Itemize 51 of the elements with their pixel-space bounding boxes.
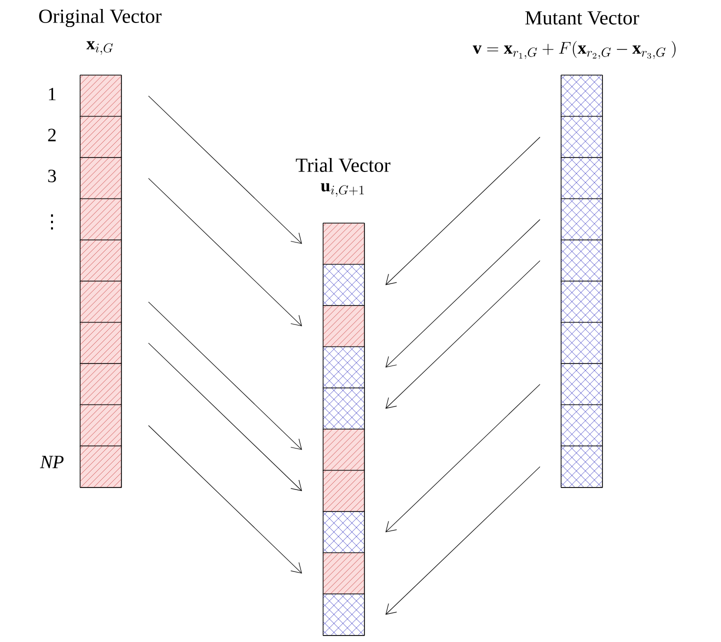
arrow — [148, 342, 302, 492]
vector-cell — [322, 428, 365, 472]
vector-cell — [80, 363, 122, 406]
vector-cell — [322, 305, 365, 348]
vector-cell — [322, 594, 365, 636]
arrow — [148, 425, 302, 574]
vector-cell — [80, 446, 122, 488]
row-number: 1 — [48, 88, 56, 100]
row-number: 3 — [48, 170, 56, 182]
arrow — [385, 219, 540, 368]
vector-cell — [322, 264, 365, 306]
vector-cell — [80, 198, 122, 241]
node-label: $\mathbf{x}_{i,G}$ — [86, 41, 113, 55]
arrow — [385, 466, 540, 615]
vector-cell — [80, 404, 122, 447]
arrow — [148, 302, 302, 450]
vector-cell — [80, 280, 122, 324]
vector-cell — [322, 346, 365, 389]
vector-cell — [560, 157, 603, 200]
vector-cell — [322, 388, 365, 430]
vector-cell — [560, 116, 603, 158]
vector-cell — [560, 74, 603, 118]
arrow — [385, 136, 540, 286]
row-number: 2 — [48, 128, 56, 142]
vector-cell — [322, 222, 365, 266]
row-number: ⋮ — [51, 214, 53, 230]
node-label: $\mathbf{u}_{i,G+1}$ — [320, 183, 364, 197]
vector-cell — [80, 74, 122, 118]
arrow — [148, 178, 302, 326]
vector-cell — [560, 280, 603, 324]
vector-cell — [322, 511, 365, 554]
vector-cell — [560, 240, 603, 282]
vector-cell — [560, 363, 603, 406]
node-label: Mutant Vector — [525, 11, 640, 25]
arrow — [148, 96, 302, 244]
vector-cell — [80, 116, 122, 158]
node-label: $\mathbf{v} = \mathbf{x}_{r_1,G} + F(\mathbf{x}_{r_2,G} - \mathbf{x}_{r_3,G}\ )$ — [472, 40, 676, 60]
vector-cell — [322, 552, 365, 595]
node-label: Original Vector — [39, 8, 162, 28]
vector-cell — [560, 322, 603, 364]
arrow — [385, 260, 540, 409]
vector-cell — [80, 322, 122, 364]
arrow — [385, 384, 540, 532]
vector-cell — [80, 240, 122, 282]
vector-cell — [560, 446, 603, 488]
vector-cell — [322, 470, 365, 512]
vector-cell — [80, 157, 122, 200]
vector-cell — [560, 198, 603, 241]
node-label: Trial Vector — [296, 158, 390, 172]
row-number: NP — [40, 456, 64, 468]
vector-cell — [560, 404, 603, 447]
